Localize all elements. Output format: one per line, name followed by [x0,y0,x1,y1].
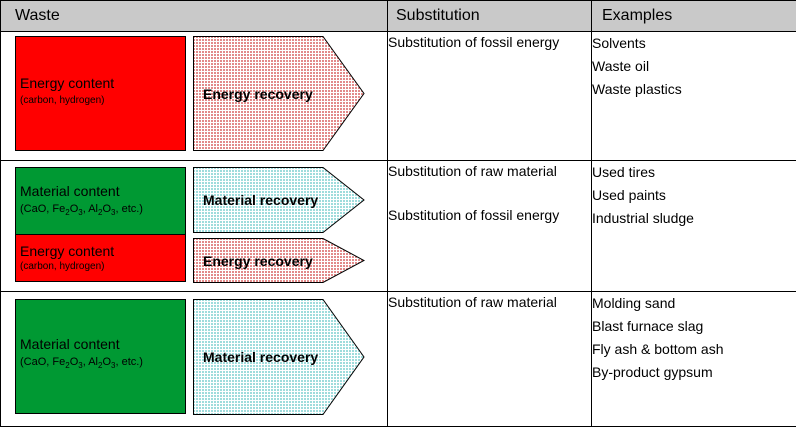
energy-content-box: Energy content (carbon, hydrogen) [15,36,186,151]
list-item: Fly ash & bottom ash [592,341,724,357]
substitution-text: Substitution of fossil energy [388,34,560,50]
waste-diagram: Material content (CaO, Fe2O3, Al2O3, etc… [1,292,387,426]
arrow-label: Material recovery [203,349,319,365]
box-detail: (carbon, hydrogen) [20,95,105,106]
list-item: Used tires [592,164,656,180]
header-waste: Waste [0,0,388,32]
box-detail: (CaO, Fe2O3, Al2O3, etc.) [20,202,143,218]
list-item: Solvents [592,35,646,51]
box-title: Energy content [20,75,115,91]
material-recovery-arrow: Material recovery [193,299,365,415]
list-item: Waste oil [592,58,650,74]
examples-cell: Molding sand Blast furnace slag Fly ash … [591,291,796,427]
box-title: Material content [20,182,120,199]
examples-cell: Used tires Used paints Industrial sludge [591,160,796,292]
substitution-text: Substitution of fossil energy [388,207,560,223]
examples-list: Solvents Waste oil Waste plastics [592,32,796,101]
header-row: Waste Substitution Examples [0,0,796,32]
substitution-cell: Substitution of raw material Substitutio… [387,160,592,292]
examples-list: Used tires Used paints Industrial sludge [592,161,796,230]
arrow-shape [193,238,365,283]
examples-list: Molding sand Blast furnace slag Fly ash … [592,292,796,384]
waste-cell: Material content (CaO, Fe2O3, Al2O3, etc… [0,291,388,427]
substitution-cell: Substitution of raw material [387,291,592,427]
substitution-text: Substitution of raw material [388,163,557,179]
table-row: Material content (CaO, Fe2O3, Al2O3, etc… [0,160,796,292]
arrow-label: Energy recovery [203,85,313,102]
waste-diagram: Material content (CaO, Fe2O3, Al2O3, etc… [1,161,387,291]
header-examples: Examples [591,0,796,32]
list-item: Used paints [592,187,666,203]
box-detail: (carbon, hydrogen) [20,260,105,272]
arrow-label: Material recovery [203,192,319,208]
arrow-label: Energy recovery [203,252,313,269]
substitution-text: Substitution of raw material [388,294,557,310]
waste-cell: Material content (CaO, Fe2O3, Al2O3, etc… [0,160,388,292]
box-title: Energy content [20,242,115,259]
waste-cell: Energy content (carbon, hydrogen) [0,31,388,161]
list-item: Blast furnace slag [592,318,704,334]
material-content-box: Material content (CaO, Fe2O3, Al2O3, etc… [15,167,186,235]
energy-recovery-arrow: Energy recovery [193,36,365,151]
table-row: Energy content (carbon, hydrogen) [0,31,796,161]
substitution-cell: Substitution of fossil energy [387,31,592,161]
table-row: Material content (CaO, Fe2O3, Al2O3, etc… [0,291,796,427]
list-item: By-product gypsum [592,364,713,380]
list-item: Waste plastics [592,81,682,97]
list-item: Industrial sludge [592,210,694,226]
material-recovery-arrow: Material recovery [193,167,365,233]
waste-diagram: Energy content (carbon, hydrogen) [1,32,387,160]
energy-recovery-arrow: Energy recovery [193,238,365,283]
list-item: Molding sand [592,295,676,311]
spacer [388,181,591,205]
material-content-box: Material content (CaO, Fe2O3, Al2O3, etc… [15,299,186,414]
arrow-shape [193,299,365,415]
examples-cell: Solvents Waste oil Waste plastics [591,31,796,161]
box-detail: (CaO, Fe2O3, Al2O3, etc.) [20,356,143,371]
arrow-shape [193,167,365,233]
header-substitution: Substitution [387,0,592,32]
arrow-shape [193,36,365,151]
box-title: Material content [20,336,120,353]
energy-content-box: Energy content (carbon, hydrogen) [15,234,186,282]
